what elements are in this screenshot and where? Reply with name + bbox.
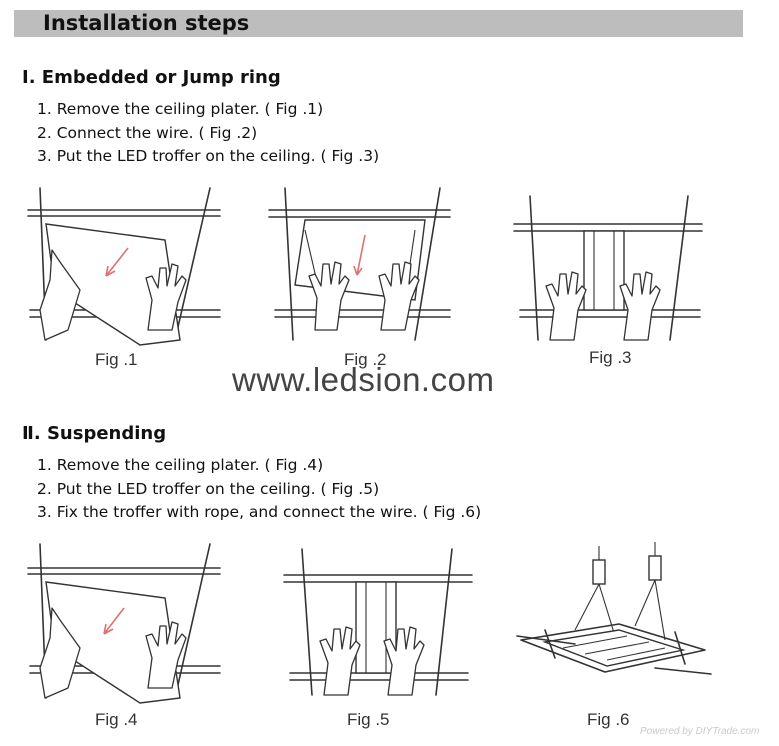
watermark-text: www.ledsion.com: [232, 361, 495, 398]
step-item: 1. Remove the ceiling plater. ( Fig .4): [37, 456, 324, 474]
figure-4-label: Fig .4: [95, 710, 138, 729]
figure-6-illustration: [515, 540, 715, 700]
step-item: 3. Put the LED troffer on the ceiling. (…: [37, 147, 380, 165]
figure-5-illustration: [280, 545, 480, 705]
figure-1-illustration: [20, 180, 230, 350]
figure-5-label: Fig .5: [347, 710, 390, 729]
figure-1-label: Fig .1: [95, 350, 138, 369]
powered-by-credit: Powered by DIYTrade.com: [640, 726, 760, 737]
step-item: 2. Put the LED troffer on the ceiling. (…: [37, 479, 380, 498]
page-title: Installation steps: [43, 11, 250, 35]
section-2-steps: 1. Remove the ceiling plater. ( Fig .4) …: [37, 454, 481, 525]
step-item: 2. Connect the wire. ( Fig .2): [37, 123, 258, 142]
header-bar: Installation steps: [14, 10, 743, 37]
step-item: 3. Fix the troffer with rope, and connec…: [37, 503, 482, 521]
section-1-heading: Ⅰ. Embedded or Jump ring: [22, 67, 281, 88]
figure-3-label: Fig .3: [589, 348, 632, 367]
section-1-steps: 1. Remove the ceiling plater. ( Fig .1) …: [37, 98, 379, 169]
figure-2-illustration: [265, 180, 455, 350]
figure-2-label: Fig .2: [344, 350, 387, 369]
figure-6-label: Fig .6: [587, 710, 630, 729]
section-2-heading: Ⅱ. Suspending: [22, 423, 167, 444]
figure-3-illustration: [510, 190, 710, 350]
step-item: 1. Remove the ceiling plater. ( Fig .1): [37, 100, 324, 118]
figure-4-illustration: [20, 538, 230, 708]
